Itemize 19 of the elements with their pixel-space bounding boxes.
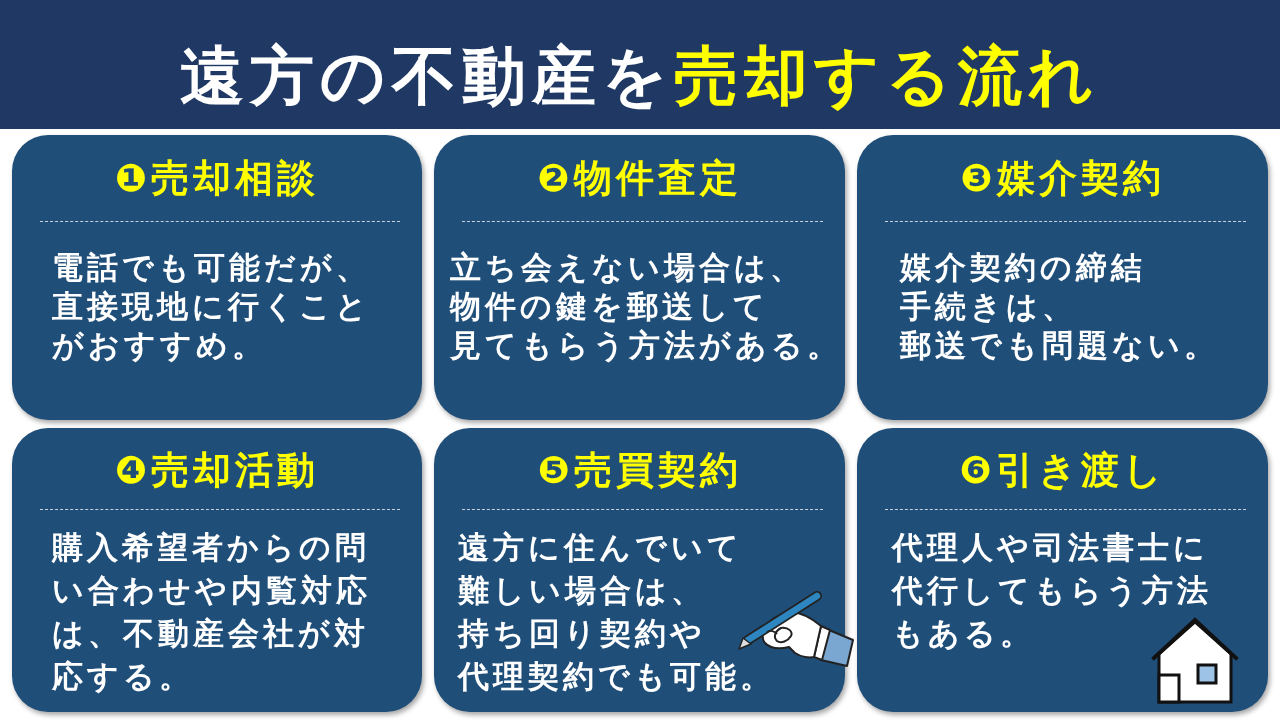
step-heading: ❹売却活動 [114,447,320,493]
step-heading: ❺売買契約 [537,447,742,493]
step-heading: ❷物件査定 [537,155,742,201]
step-card [434,135,845,420]
step-description: 代理人や司法書士に代行してもらう方法もある。 [892,528,1212,653]
step-card [12,135,422,420]
step-heading: ❸媒介契約 [960,155,1165,201]
step-description: 媒介契約の締結手続きは、郵送でも問題ない。 [900,248,1219,365]
step-card [434,428,845,712]
step-card [12,428,422,712]
page-title: 遠方の不動産を売却する流れ [180,38,1100,114]
step-heading: ❻引き渡し [959,447,1166,493]
step-card [857,428,1268,712]
step-description: 遠方に住んでいて難しい場合は、持ち回り契約や代理契約でも可能。 [458,528,775,696]
step-description: 電話でも可能だが、直接現地に行くことがおすすめ。 [52,248,371,365]
step-description: 購入希望者からの問い合わせや内覧対応は、不動産会社が対応する。 [52,528,371,696]
step-card [857,135,1268,420]
step-heading: ❶売却相談 [114,155,320,201]
step-description: 立ち会えない場合は、物件の鍵を郵送して見てもらう方法がある。 [450,248,842,365]
